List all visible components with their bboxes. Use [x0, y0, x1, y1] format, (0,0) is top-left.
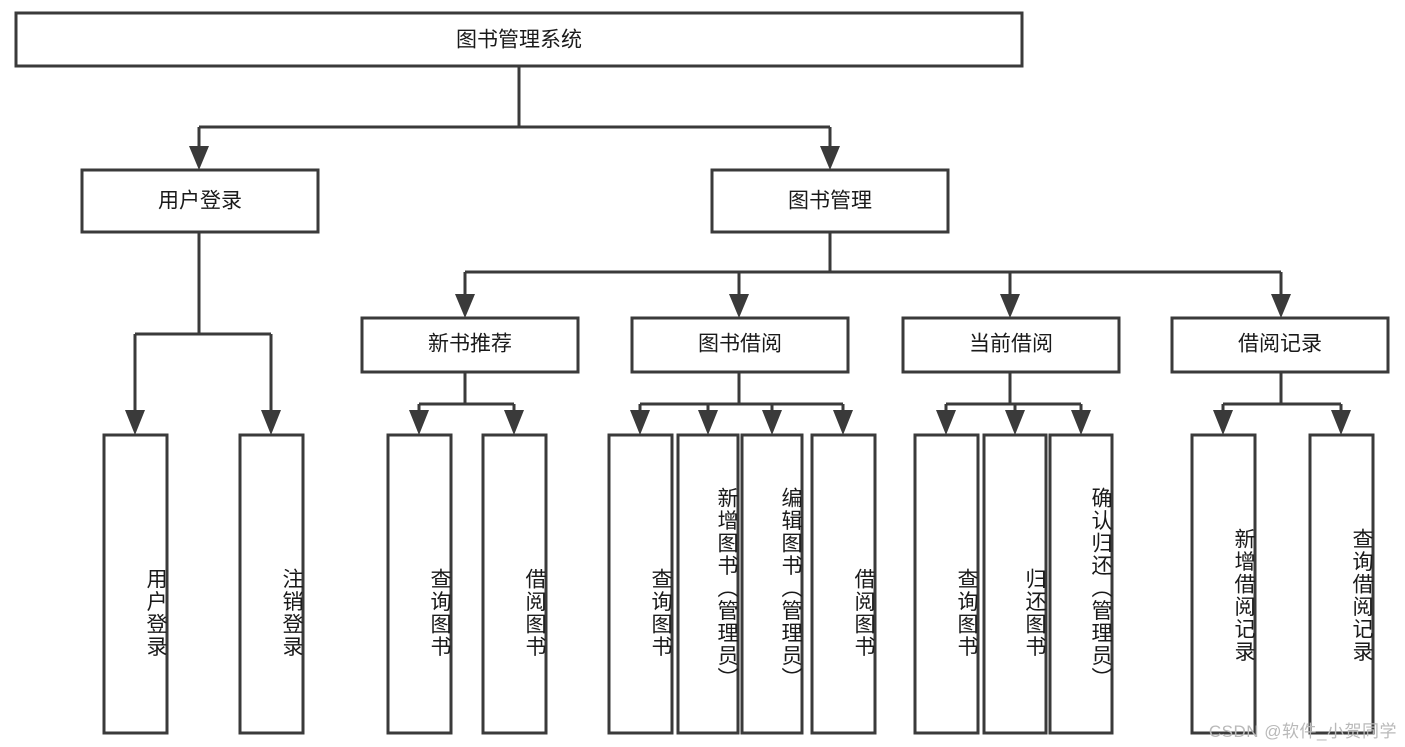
arrow-rc-l2 [1331, 410, 1351, 435]
arrow-login-leaf2 [261, 410, 281, 435]
edge-group-record [1213, 372, 1351, 435]
node-book-management[interactable]: 图书管理 [710, 168, 950, 234]
arrow-cu-l3 [1071, 410, 1091, 435]
arrow-bw-l2 [698, 410, 718, 435]
leaf-box-query-book-1[interactable] [386, 433, 453, 735]
arrow-cu-l2 [1005, 410, 1025, 435]
edge-group-bookmgmt [455, 232, 1291, 318]
book-management-box[interactable] [710, 168, 950, 234]
leaf-box-return-book[interactable] [982, 433, 1048, 735]
arrow-bw-l1 [630, 410, 650, 435]
leaf-box-edit-book[interactable] [740, 433, 804, 735]
arrow-login-leaf1 [125, 410, 145, 435]
leaf-box-query-book-2[interactable] [607, 433, 674, 735]
book-borrow-box[interactable] [630, 316, 850, 374]
root-box[interactable] [14, 11, 1024, 68]
book-borrow-label: 图书借阅 [698, 333, 782, 356]
edge-group-login [125, 232, 281, 435]
current-borrow-label: 当前借阅 [969, 333, 1053, 356]
arrow-bm-c1 [455, 294, 475, 318]
book-management-label: 图书管理 [788, 190, 872, 213]
new-book-recommend-label: 新书推荐 [428, 333, 512, 356]
node-root[interactable]: 图书管理系统 [14, 11, 1024, 68]
node-book-borrow[interactable]: 图书借阅 [630, 316, 850, 374]
leaf-box-confirm-return[interactable] [1048, 433, 1114, 735]
leaf-box-query-record[interactable] [1308, 433, 1375, 735]
edge-group-newbook [409, 372, 524, 435]
node-user-login[interactable]: 用户登录 [80, 168, 320, 234]
arrow-bw-l3 [762, 410, 782, 435]
arrow-rc-l1 [1213, 410, 1233, 435]
arrow-root-to-login [189, 146, 209, 170]
leaf-box-add-book[interactable] [676, 433, 740, 735]
arrow-bm-c3 [1000, 294, 1020, 318]
leaf-boxes[interactable] [102, 433, 1375, 735]
user-login-box[interactable] [80, 168, 320, 234]
edge-group-borrow [630, 372, 853, 435]
arrow-nb-l2 [504, 410, 524, 435]
root-label: 图书管理系统 [456, 29, 582, 52]
arrow-nb-l1 [409, 410, 429, 435]
edge-group-root [189, 66, 840, 170]
node-borrow-record[interactable]: 借阅记录 [1170, 316, 1390, 374]
leaf-box-logout[interactable] [238, 433, 305, 735]
leaf-box-user-login[interactable] [102, 433, 169, 735]
borrow-record-label: 借阅记录 [1238, 333, 1322, 356]
leaf-box-query-book-3[interactable] [913, 433, 980, 735]
leaf-box-borrow-book-1[interactable] [481, 433, 548, 735]
current-borrow-box[interactable] [901, 316, 1121, 374]
arrow-bw-l4 [833, 410, 853, 435]
new-book-recommend-box[interactable] [360, 316, 580, 374]
arrow-root-to-bookmgmt [820, 146, 840, 170]
user-login-label: 用户登录 [158, 190, 242, 213]
node-current-borrow[interactable]: 当前借阅 [901, 316, 1121, 374]
arrow-bm-c2 [729, 294, 749, 318]
arrow-bm-c4 [1271, 294, 1291, 318]
edge-group-current [936, 372, 1091, 435]
node-new-book-recommend[interactable]: 新书推荐 [360, 316, 580, 374]
csdn-watermark: CSDN @软件_小贺同学 [1208, 722, 1397, 741]
arrow-cu-l1 [936, 410, 956, 435]
leaf-box-borrow-book-2[interactable] [810, 433, 877, 735]
borrow-record-box[interactable] [1170, 316, 1390, 374]
leaf-box-add-record[interactable] [1190, 433, 1257, 735]
